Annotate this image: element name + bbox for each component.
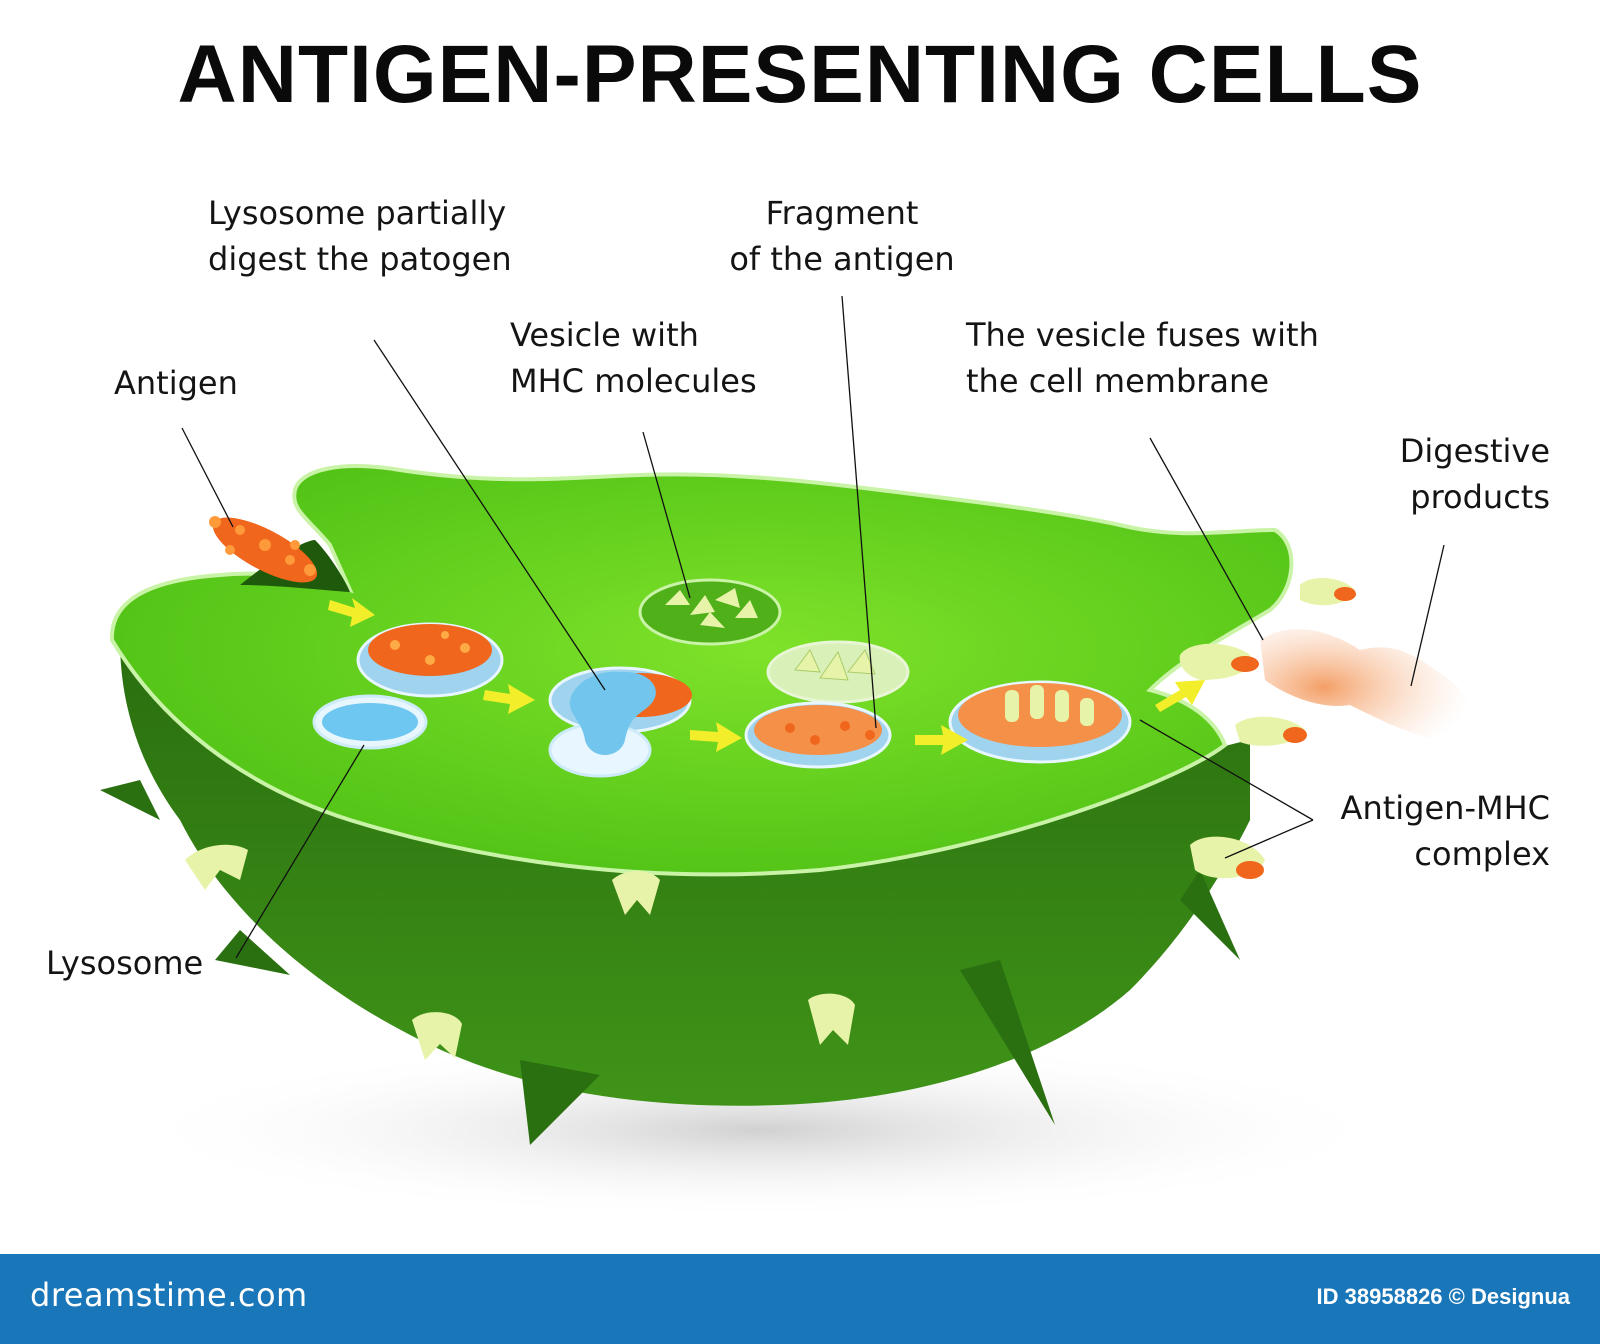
side-spike [1180, 870, 1240, 960]
label-antigen: Antigen [114, 364, 238, 402]
label-lysosome-digest: Lysosome partially digest the patogen [208, 194, 512, 278]
cell-diagram [100, 295, 1473, 1220]
antigen-mhc-vesicle [948, 680, 1132, 764]
side-mhc [185, 844, 855, 1060]
digestive-smoke [1260, 629, 1473, 745]
antigen-bacterium [209, 516, 318, 583]
page-title: ANTIGEN-PRESENTING CELLS [177, 29, 1423, 120]
process-arrows [328, 598, 1205, 755]
cell-top [109, 464, 1294, 877]
label-antigen-mhc: Antigen-MHC complex [1340, 789, 1550, 873]
label-vesicle-mhc: Vesicle with MHC molecules [510, 316, 757, 400]
ground-shadow [120, 1040, 1400, 1220]
arrow-icon [483, 684, 535, 714]
side-spike [100, 780, 160, 820]
mhc-vesicle [638, 578, 782, 646]
label-vesicle-fuses: The vesicle fuses with the cell membrane [966, 316, 1319, 400]
lysosome [312, 694, 428, 750]
arrow-icon [915, 725, 968, 755]
footer-bar: dreamstime.com ID 38958826 © Designua [0, 1254, 1600, 1344]
side-spike [520, 1060, 600, 1145]
side-spike [215, 930, 290, 975]
arrow-icon [328, 598, 375, 627]
digesting-vesicle [548, 666, 692, 778]
arrow-icon [690, 722, 742, 752]
label-digestive-products: Digestive products [1399, 432, 1550, 516]
side-spike [960, 960, 1055, 1125]
image-credit: ID 38958826 © Designua [1316, 1284, 1570, 1309]
leader-lines [181, 295, 1445, 959]
label-fragment: Fragment of the antigen [729, 194, 955, 278]
arrow-icon [1155, 680, 1205, 712]
brand-logo[interactable]: dreamstime.com [30, 1276, 308, 1314]
label-lysosome: Lysosome [46, 944, 204, 982]
phagosome [356, 622, 504, 698]
